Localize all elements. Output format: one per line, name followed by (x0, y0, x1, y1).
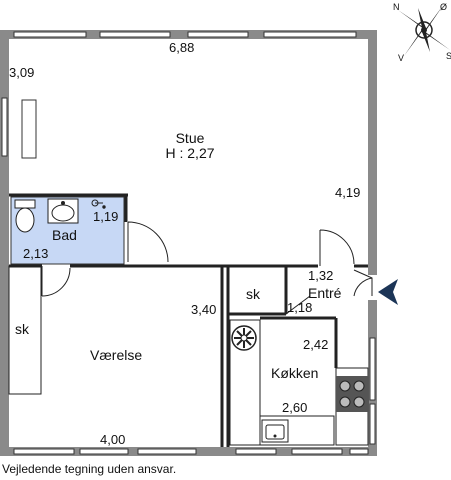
toilet-icon (14, 199, 36, 233)
washbasin-icon (47, 198, 79, 224)
dim-stue-right: 4,19 (335, 185, 361, 200)
vaerelse-closet (8, 265, 42, 395)
kitchen-sink-icon (261, 419, 289, 443)
room-name-koekken: Køkken (271, 365, 319, 381)
door-swings (41, 221, 373, 315)
dim-koekken-height: 2,42 (303, 337, 329, 352)
compass-s-label: S (446, 51, 451, 61)
room-name-entre: Entré (308, 285, 342, 301)
top-windows (13, 31, 357, 38)
room-height: H : 2,27 (165, 145, 215, 161)
compass-o-label: Ø (440, 2, 448, 12)
dim-vaerelse-height: 3,40 (191, 302, 217, 317)
dim-entre-width: 1,32 (308, 268, 334, 283)
compass-v-label: V (398, 53, 405, 63)
dim-vaerelse-width: 4,00 (100, 432, 126, 447)
dim-stue-width: 6,88 (169, 40, 195, 55)
room-name-bad: Bad (52, 227, 77, 243)
dim-entre-height: 1,18 (287, 300, 313, 315)
bottom-windows (13, 448, 369, 455)
closet-label-vaerelse: sk (15, 321, 29, 337)
compass-n-label: N (393, 2, 400, 12)
dim-koekken-width: 2,60 (282, 400, 308, 415)
room-name-vaerelse: Værelse (90, 347, 143, 363)
entrance-arrow-icon (378, 279, 398, 305)
disclaimer-text: Vejledende tegning uden ansvar. (2, 462, 177, 476)
fan-icon (231, 325, 257, 351)
dim-stue-left: 3,09 (9, 65, 35, 80)
stove-icon (336, 376, 368, 412)
right-windows (369, 337, 376, 445)
shower-icon (91, 199, 106, 209)
closet-label-entre: sk (246, 286, 260, 302)
entre-closet (227, 265, 287, 315)
dim-bad-width: 2,13 (23, 246, 49, 261)
left-window (1, 97, 37, 159)
dim-bad-height: 1,19 (93, 209, 119, 224)
compass-icon (398, 4, 450, 56)
room-name-stue: Stue (175, 130, 205, 146)
